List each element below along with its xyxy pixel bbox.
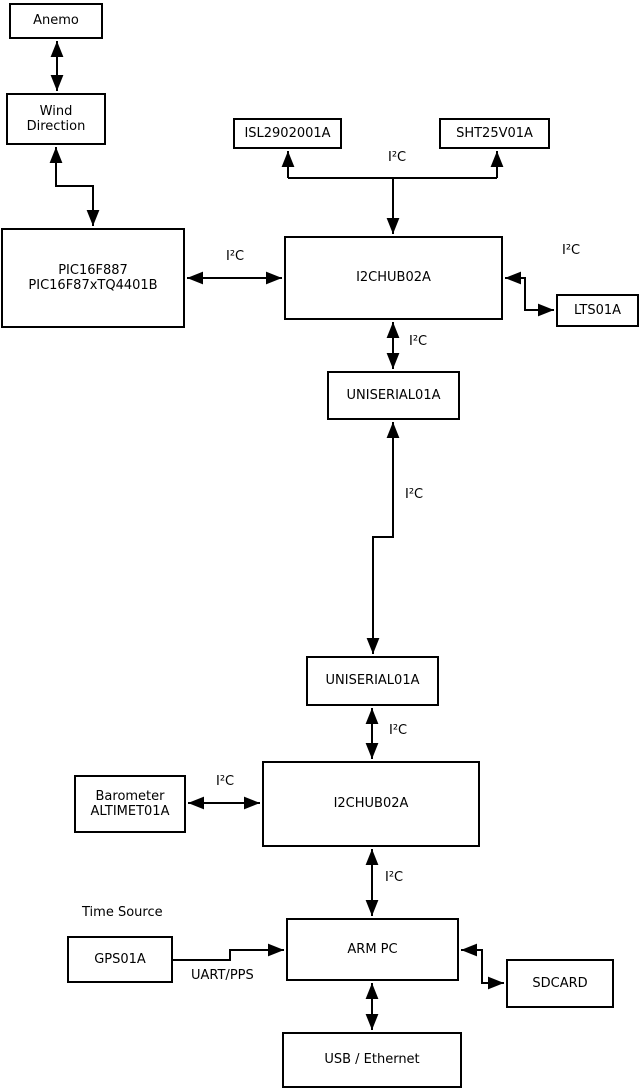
- i2c-label-uniserial2-hub2: I²C: [389, 723, 408, 738]
- node-isl2902001a: ISL2902001A: [233, 118, 342, 149]
- uart-pps-label: UART/PPS: [191, 968, 254, 983]
- i2c-label-hub2-armpc: I²C: [385, 870, 404, 885]
- i2c-label-pic-hub1: I²C: [226, 249, 245, 264]
- node-sdcard: SDCARD: [506, 959, 614, 1008]
- node-i2chub02a-lower: I2CHUB02A: [262, 761, 480, 847]
- edge-uniserial1-uniserial2: [366, 422, 400, 654]
- node-wind-direction: Wind Direction: [6, 93, 106, 145]
- edge-hub1-lts: [505, 271, 554, 317]
- edge-gps-armpc: [173, 943, 284, 961]
- node-usb-ethernet: USB / Ethernet: [282, 1032, 462, 1088]
- node-lts01a: LTS01A: [556, 294, 639, 327]
- time-source-label: Time Source: [82, 905, 163, 920]
- i2c-label-sensor-bus: I²C: [388, 150, 407, 165]
- node-uniserial01a-lower: UNISERIAL01A: [306, 656, 439, 706]
- node-arm-pc: ARM PC: [286, 918, 459, 981]
- node-pic16f887: PIC16F887 PIC16F87xTQ4401B: [1, 228, 185, 328]
- node-gps01a: GPS01A: [67, 936, 173, 983]
- i2c-label-barometer-hub2: I²C: [216, 774, 235, 789]
- i2c-label-hub1-uniserial1: I²C: [409, 334, 428, 349]
- edge-armpc-sdcard: [461, 943, 504, 990]
- node-uniserial01a-upper: UNISERIAL01A: [327, 371, 460, 420]
- i2c-label-uniserial1-uniserial2: I²C: [405, 487, 424, 502]
- node-i2chub02a-upper: I2CHUB02A: [284, 236, 503, 320]
- i2c-label-hub1-lts: I²C: [562, 243, 581, 258]
- node-sht25v01a: SHT25V01A: [439, 118, 550, 149]
- node-barometer-altimet01a: Barometer ALTIMET01A: [74, 775, 186, 833]
- node-anemo: Anemo: [9, 3, 103, 39]
- edge-winddirection-pic: [49, 147, 100, 226]
